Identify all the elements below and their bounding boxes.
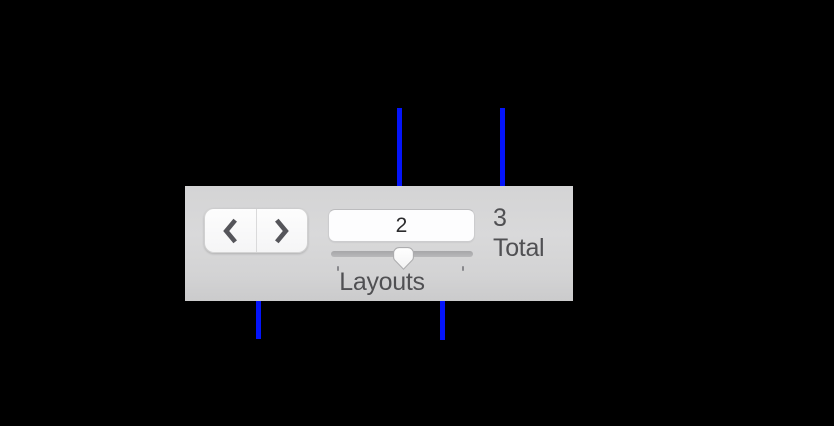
total-count: 3 [493,204,507,232]
total-label: Total [493,234,545,262]
previous-page-button[interactable] [205,209,256,252]
page-nav-segmented-control [204,208,308,253]
callout-line-page-field [397,108,402,207]
layout-navigation-toolbar: Layouts 3 Total [185,186,573,301]
page-number-field[interactable] [328,209,475,242]
total-layouts-indicator: 3 Total [493,203,545,263]
callout-line-total-count [500,108,505,202]
layouts-label: Layouts [339,268,425,296]
chevron-left-icon [222,218,237,243]
slider-tick-min [337,266,339,271]
next-page-button[interactable] [255,209,308,252]
slider-tick-max [462,266,464,271]
layouts-slider-thumb[interactable] [393,247,414,270]
chevron-right-icon [275,218,290,243]
